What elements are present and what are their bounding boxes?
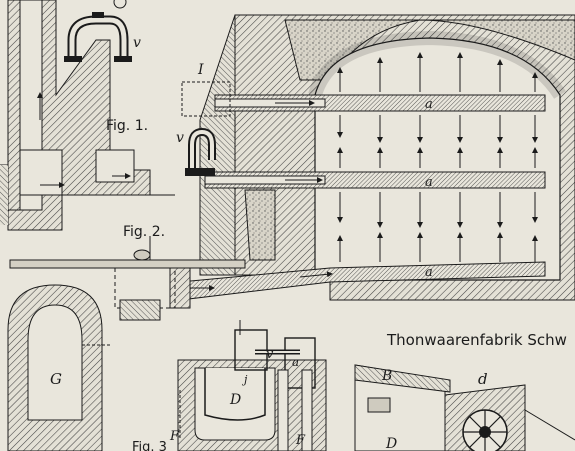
label-a-small: a <box>292 355 299 369</box>
label-d-small: d <box>478 370 488 388</box>
fig3-label: Fig. 3 <box>132 440 167 451</box>
label-d-right: D <box>385 436 397 451</box>
fig1-drawing <box>0 0 175 231</box>
label-v-small: v <box>266 347 274 362</box>
label-j: j <box>241 373 248 386</box>
fig2-label: Fig. 2. <box>123 224 165 240</box>
label-d: D <box>229 392 241 408</box>
base-structure <box>9 249 246 335</box>
label-b: B <box>381 368 392 384</box>
feed-mechanism <box>354 364 575 451</box>
label-v-top: v <box>133 35 141 51</box>
label-v-mid: v <box>176 130 184 146</box>
arched-opening-g <box>7 284 112 451</box>
label-i-mark: I <box>197 62 204 78</box>
heating-tube-middle <box>204 171 546 189</box>
label-a-top: a <box>425 97 433 112</box>
heat-flow-arrows <box>337 52 538 262</box>
kiln-cross-section <box>199 14 575 301</box>
label-f-left: F <box>169 429 180 444</box>
fig3-drawing <box>177 329 327 451</box>
label-f-right: F <box>295 433 306 448</box>
label-a-bottom: a <box>425 265 433 280</box>
heating-tube-top <box>214 94 546 112</box>
fig1-label: Fig. 1. <box>106 118 148 134</box>
caption-text: Thonwaarenfabrik Schw <box>386 331 567 349</box>
label-g: G <box>50 370 62 388</box>
label-a-mid: a <box>425 175 433 190</box>
